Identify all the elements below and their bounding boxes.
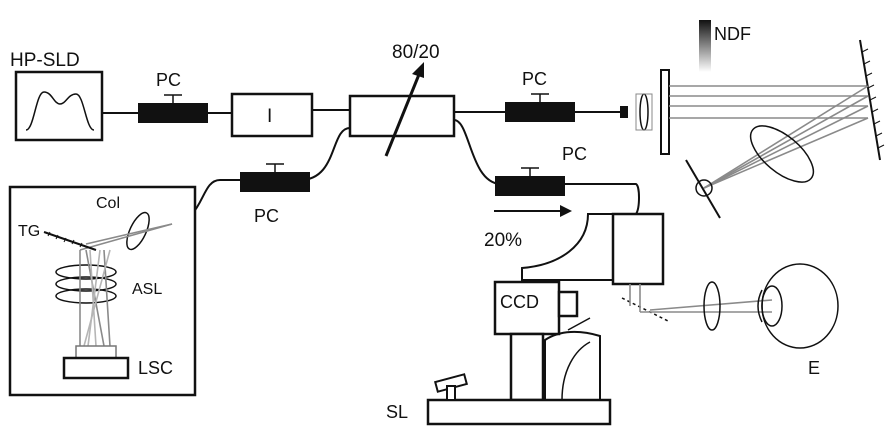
isolator-block: I <box>230 92 314 138</box>
scan-ray <box>649 299 773 311</box>
reference-mirror <box>685 159 721 219</box>
diffracted-ray <box>703 117 869 189</box>
diffracted-ray <box>703 105 869 189</box>
ndf-label: NDF <box>714 24 751 44</box>
spectro-ray <box>85 223 173 245</box>
spectro-ray <box>89 249 97 347</box>
spectro-ray <box>85 249 105 347</box>
eye-cornea <box>757 289 763 323</box>
slit-lamp-column <box>509 332 545 402</box>
ccd-label: CCD <box>500 292 539 312</box>
grating-rulings <box>861 48 885 149</box>
pc-body <box>505 102 575 122</box>
asl-lens <box>55 288 117 304</box>
source-block: HP-SLD <box>10 50 104 142</box>
spectrometer: Col TG ASL LSC <box>8 185 197 397</box>
collimator-label: Col <box>96 195 120 212</box>
ccd-lens <box>557 290 579 318</box>
asl-label: ASL <box>132 281 162 298</box>
slit-lamp-label: SL <box>386 402 408 422</box>
fiber-coupler: 80/20 <box>348 42 456 157</box>
camera-label: LSC <box>138 358 173 378</box>
scan-head-box <box>611 212 665 286</box>
polarization-controller-1: PC <box>138 70 208 123</box>
eye-label: E <box>808 358 820 378</box>
transmission-grating <box>43 231 97 251</box>
pc-label: PC <box>254 206 279 226</box>
isolator-box <box>230 92 314 138</box>
polarization-controller-4: PC <box>240 163 310 226</box>
collimator-lens <box>126 211 150 251</box>
asl-lens <box>55 264 117 280</box>
line-camera-body <box>62 356 130 380</box>
polarization-controller-2: PC PC <box>505 69 587 164</box>
slit-lamp-arm-inner <box>561 341 591 401</box>
objective-lens <box>703 281 721 331</box>
percent-label: 20% <box>484 230 522 251</box>
reference-arm: NDF <box>620 20 885 219</box>
reference-focus-lens <box>749 125 815 183</box>
pc-body <box>138 103 208 123</box>
pc-label: PC <box>156 70 181 90</box>
reference-window <box>660 69 670 155</box>
reference-mirror-pivot <box>695 179 713 197</box>
isolator-label: I <box>267 106 272 127</box>
grating-rulings <box>47 231 83 248</box>
pc-body <box>240 172 310 192</box>
coupler-ratio-label: 80/20 <box>392 42 440 63</box>
asl-lens <box>55 276 117 292</box>
fiber-sample-arm <box>453 119 640 215</box>
polarization-controller-3 <box>495 167 565 196</box>
coupler-arrow <box>384 71 422 157</box>
pc-label: PC <box>522 69 547 89</box>
spectro-ray <box>83 249 111 347</box>
source-label: HP-SLD <box>10 50 80 71</box>
line-camera-sensor <box>75 345 117 359</box>
reference-lens-mount <box>635 93 653 131</box>
coupler-box <box>348 94 456 138</box>
slit-lamp-arm <box>544 330 601 400</box>
coupler-arrow-head <box>412 62 424 78</box>
reference-lens <box>639 93 649 131</box>
eye-lens <box>761 285 783 327</box>
pc-label: PC <box>562 144 587 164</box>
power-arrow-head <box>560 205 572 217</box>
pc-body <box>495 176 565 196</box>
diffracted-ray <box>703 85 869 189</box>
eye-globe <box>761 263 839 349</box>
grating-label: TG <box>18 223 40 240</box>
spectro-ray <box>87 249 101 347</box>
slit-lamp-mirror <box>567 317 591 331</box>
source-box <box>14 70 104 142</box>
slit-lamp: E CCD SL <box>386 212 839 426</box>
diffracted-ray <box>703 95 869 189</box>
slit-lamp-base <box>426 398 612 426</box>
source-spectrum-curve <box>25 91 95 131</box>
ndf-filter <box>699 20 711 72</box>
power-fraction: 20% <box>484 205 572 251</box>
scan-arm <box>521 213 613 281</box>
fiber-collimator-tip <box>620 106 628 118</box>
joystick-stem <box>446 385 456 401</box>
